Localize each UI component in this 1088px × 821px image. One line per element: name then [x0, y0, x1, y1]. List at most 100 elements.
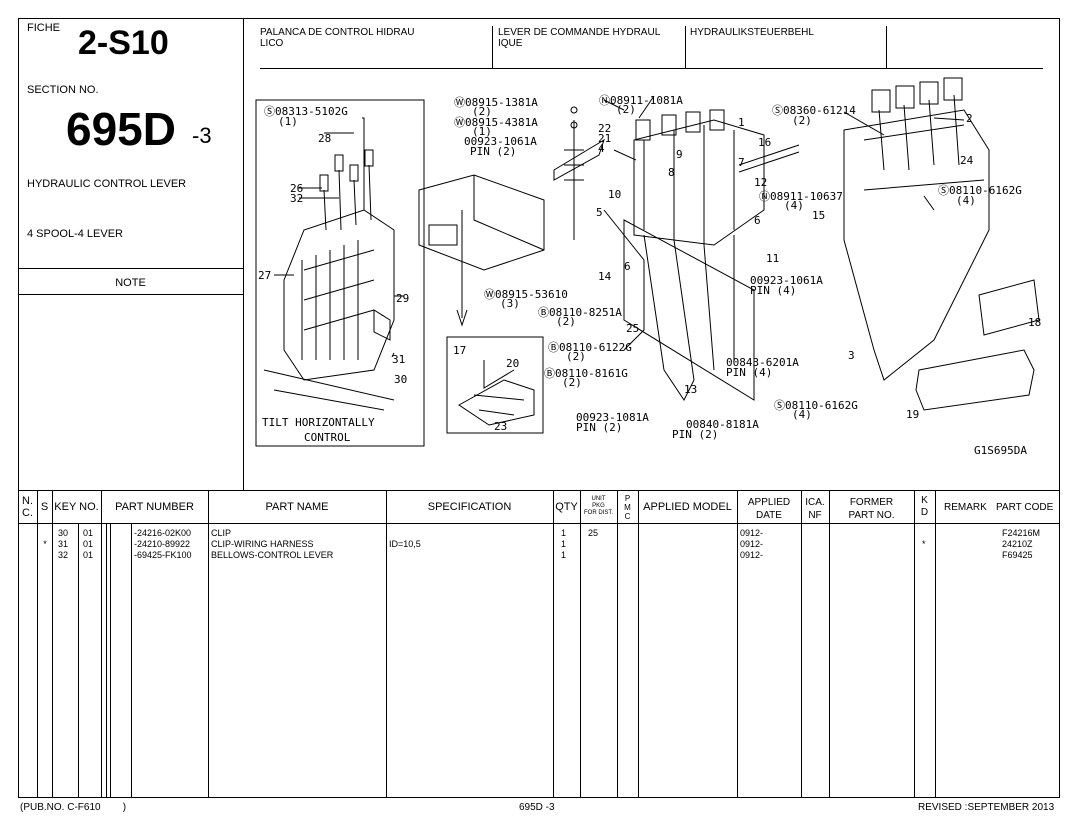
- inset-valve-body: [283, 209, 395, 381]
- svg-text:PIN (2): PIN (2): [576, 421, 622, 434]
- translation-rule: [260, 68, 1043, 69]
- title-spanish: PALANCA DE CONTROL HIDRAU LICO: [260, 27, 415, 49]
- svg-text:29: 29: [396, 292, 409, 305]
- svg-text:PIN (4): PIN (4): [726, 366, 772, 379]
- header-kd: K D: [920, 495, 929, 518]
- svg-text:15: 15: [812, 209, 825, 222]
- svg-text:8: 8: [668, 166, 675, 179]
- valve-block: [623, 219, 755, 401]
- svg-text:6: 6: [754, 214, 761, 227]
- svg-text:25: 25: [626, 322, 639, 335]
- svg-text:22: 22: [598, 122, 611, 135]
- header-qty: QTY: [555, 501, 578, 513]
- svg-text:(2): (2): [566, 350, 586, 363]
- header-ica-nf: ICA. NF: [805, 497, 825, 521]
- header-applied-date: APPLIED DATE: [747, 497, 791, 521]
- svg-text:(3): (3): [500, 297, 520, 310]
- svg-text:(4): (4): [792, 408, 812, 421]
- console-cover: [418, 174, 545, 271]
- svg-text:18: 18: [1028, 316, 1041, 329]
- svg-text:(2): (2): [556, 315, 576, 328]
- svg-text:PIN (2): PIN (2): [470, 145, 516, 158]
- svg-text:Ⓝ08911-1081A: Ⓝ08911-1081A: [599, 94, 683, 107]
- svg-text:24: 24: [960, 154, 974, 167]
- svg-text:3: 3: [848, 349, 855, 362]
- svg-text:(1): (1): [278, 115, 298, 128]
- header-part-code: PART CODE: [996, 502, 1054, 513]
- diagram-code: G1S695DA: [974, 444, 1027, 457]
- svg-text:6: 6: [624, 260, 631, 273]
- svg-text:20: 20: [506, 357, 519, 370]
- header-pmc: P M C: [624, 494, 631, 521]
- translation-divider-1: [492, 26, 493, 68]
- page-frame: [18, 18, 1060, 798]
- part-group-title: HYDRAULIC CONTROL LEVER: [27, 178, 187, 190]
- header-part-name: PART NAME: [265, 501, 329, 513]
- note-bottom-rule: [18, 294, 243, 295]
- svg-text:(2): (2): [472, 105, 492, 118]
- translation-divider-3: [886, 26, 887, 68]
- cover-plate-19: [915, 349, 1035, 411]
- header-key-no: KEY NO.: [54, 501, 99, 513]
- svg-text:Ⓢ08110-6162G: Ⓢ08110-6162G: [774, 399, 858, 412]
- table-top-rule: [18, 490, 1060, 491]
- svg-text:17: 17: [453, 344, 466, 357]
- svg-text:7: 7: [738, 156, 745, 169]
- svg-text:(4): (4): [956, 194, 976, 207]
- svg-text:23: 23: [494, 420, 507, 433]
- svg-text:Ⓑ08110-8251A: Ⓑ08110-8251A: [538, 306, 622, 319]
- section-suffix: -3: [192, 123, 212, 148]
- header-unit-pkg: UNIT PKG FOR DIST.: [583, 496, 613, 516]
- footer-pub-no: (PUB.NO. C-F610 ): [20, 802, 127, 813]
- lever-housing: [843, 109, 990, 381]
- svg-text:9: 9: [676, 148, 683, 161]
- svg-text:(2): (2): [792, 114, 812, 127]
- title-german: HYDRAULIKSTEUERBEHL: [690, 27, 814, 38]
- svg-text:10: 10: [608, 188, 621, 201]
- svg-text:32: 32: [290, 192, 303, 205]
- svg-text:Ⓢ08313-5102G: Ⓢ08313-5102G: [264, 105, 348, 118]
- svg-text:11: 11: [766, 252, 779, 265]
- svg-text:(4): (4): [784, 199, 804, 212]
- lever-frame: [633, 119, 765, 246]
- header-nc: N. C.: [22, 495, 33, 519]
- svg-text:1: 1: [738, 116, 745, 129]
- header-former-part-no: FORMER PART NO.: [848, 497, 895, 521]
- svg-text:19: 19: [906, 408, 919, 421]
- footer-page-ref: 695D -3: [519, 802, 555, 813]
- svg-text:00923-1061A: 00923-1061A: [750, 274, 823, 287]
- svg-text:30: 30: [394, 373, 407, 386]
- note-top-rule: [18, 268, 243, 269]
- svg-text:TILT HORIZONTALLY: TILT HORIZONTALLY: [262, 416, 375, 429]
- svg-text:Ⓢ08110-6162G: Ⓢ08110-6162G: [938, 184, 1022, 197]
- svg-text:12: 12: [754, 176, 767, 189]
- note-label: NOTE: [115, 277, 146, 289]
- svg-text:00840-8181A: 00840-8181A: [686, 418, 759, 431]
- fiche-number: 2-S10: [78, 24, 169, 62]
- svg-text:27: 27: [258, 269, 271, 282]
- header-specification: SPECIFICATION: [427, 501, 512, 513]
- svg-text:(2): (2): [562, 376, 582, 389]
- svg-text:14: 14: [598, 270, 612, 283]
- svg-text:5: 5: [596, 206, 603, 219]
- svg-text:31: 31: [392, 353, 405, 366]
- svg-text:Ⓢ08360-61214: Ⓢ08360-61214: [772, 104, 856, 117]
- svg-text:Ⓦ08915-4381A: Ⓦ08915-4381A: [454, 116, 538, 129]
- svg-text:PIN (2): PIN (2): [672, 428, 718, 441]
- section-number: 695D: [66, 103, 176, 155]
- svg-text:Ⓦ08915-53610: Ⓦ08915-53610: [484, 288, 568, 301]
- table-header-rule: [18, 523, 1060, 524]
- svg-text:00923-1081A: 00923-1081A: [576, 411, 649, 424]
- svg-text:26: 26: [290, 182, 303, 195]
- svg-text:(2): (2): [616, 103, 636, 116]
- tilt-inset-box: [255, 99, 425, 447]
- svg-text:(1): (1): [472, 125, 492, 138]
- svg-text:21: 21: [598, 132, 611, 145]
- svg-text:Ⓑ08110-8161G: Ⓑ08110-8161G: [544, 367, 628, 380]
- header-applied-model: APPLIED MODEL: [643, 501, 732, 513]
- header-part-number: PART NUMBER: [115, 501, 194, 513]
- header-remark: REMARK: [944, 502, 987, 513]
- svg-text:13: 13: [684, 383, 697, 396]
- svg-text:Ⓑ08110-6122G: Ⓑ08110-6122G: [548, 341, 632, 354]
- svg-text:00923-1061A: 00923-1061A: [464, 135, 537, 148]
